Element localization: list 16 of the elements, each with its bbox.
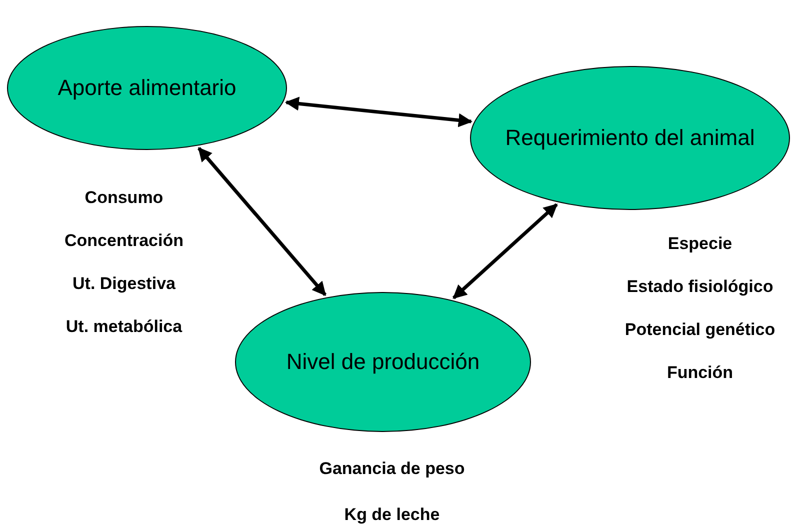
factor-label: Potencial genético bbox=[624, 320, 776, 340]
node-label: Requerimiento del animal bbox=[505, 125, 755, 151]
factor-label: Ganancia de peso bbox=[319, 459, 465, 479]
factor-label: Ut. metabólica bbox=[66, 317, 182, 337]
factor-label: Especie bbox=[668, 234, 732, 254]
double-arrow bbox=[284, 96, 472, 128]
factor-label: Ut. Digestiva bbox=[72, 274, 176, 294]
factor-label: Kg de leche bbox=[344, 505, 440, 525]
factor-label: Estado fisiológico bbox=[626, 277, 774, 297]
double-arrow bbox=[198, 147, 327, 296]
factor-label: Función bbox=[666, 363, 734, 383]
factor-label: Concentración bbox=[64, 231, 184, 251]
node-label: Aporte alimentario bbox=[58, 75, 236, 101]
double-arrow bbox=[452, 203, 558, 300]
node-label: Nivel de producción bbox=[286, 349, 480, 375]
factor-label: Consumo bbox=[84, 188, 164, 208]
